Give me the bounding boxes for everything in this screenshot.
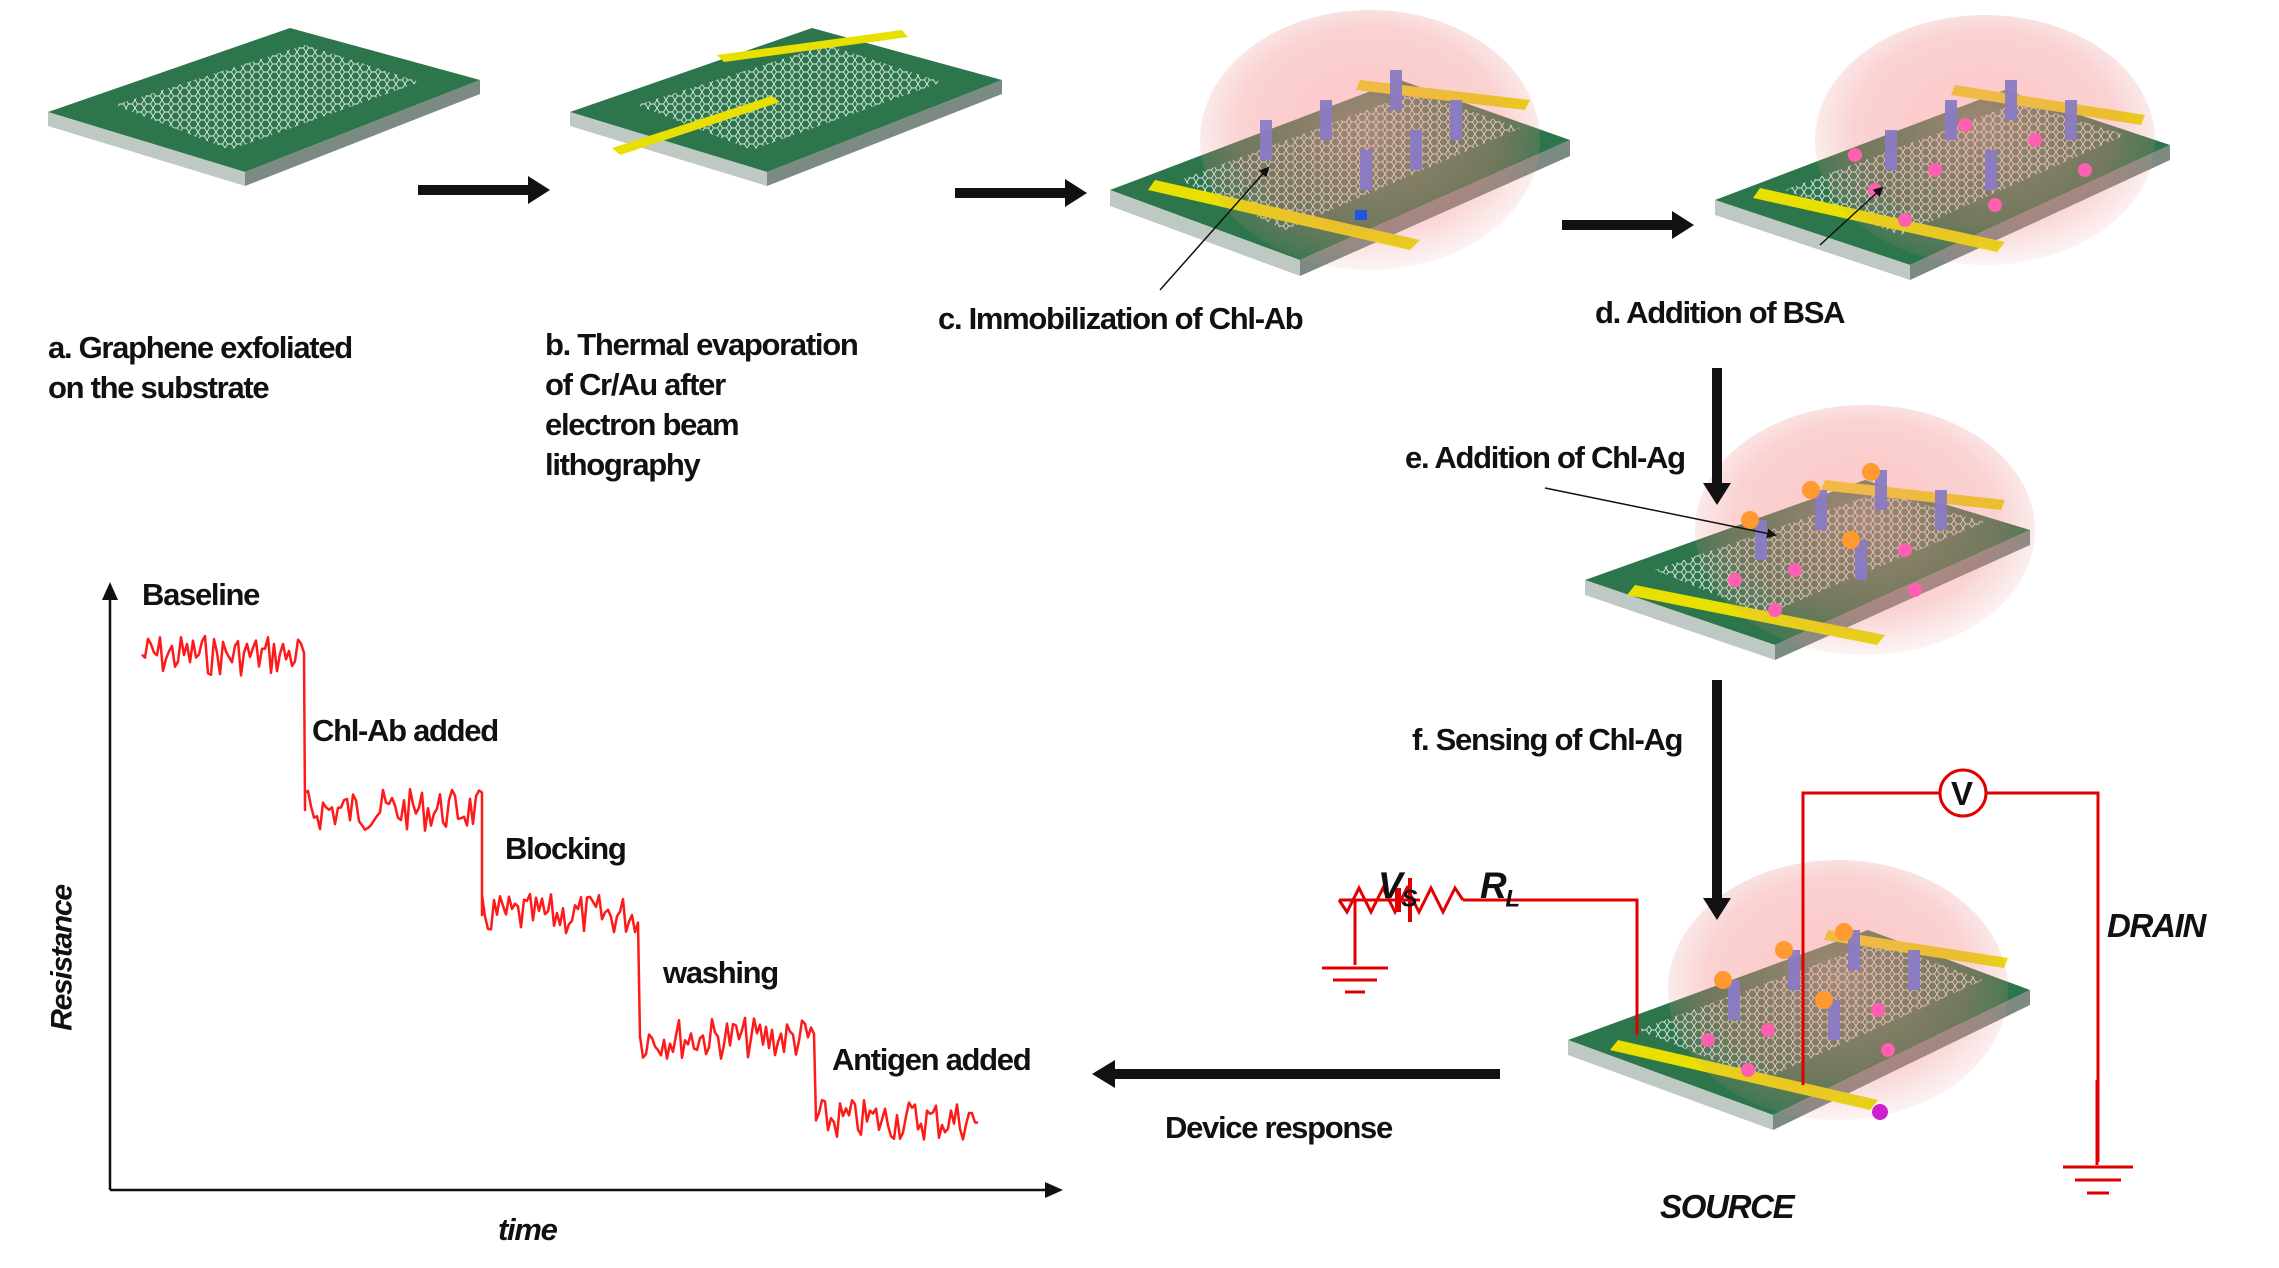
label-step-b: b. Thermal evaporation of Cr/Au after el…	[545, 327, 859, 482]
arrow-a-b	[418, 176, 550, 204]
label-step-d: d. Addition of BSA	[1595, 295, 1846, 330]
device-e	[1585, 405, 2035, 660]
plot-xlabel: time	[498, 1212, 558, 1247]
voltmeter-label: V	[1951, 775, 1973, 812]
annotation-chl-ab: Chl-Ab added	[312, 713, 499, 748]
annotation-antigen: Antigen added	[832, 1042, 1032, 1077]
device-b	[570, 28, 1002, 186]
label-step-f: f. Sensing of Chl-Ag	[1412, 722, 1684, 757]
device-d	[1715, 15, 2170, 280]
label-step-a: a. Graphene exfoliated on the substrate	[48, 330, 353, 405]
plot-ylabel: Resistance	[45, 885, 79, 1031]
arrow-device-response	[1092, 1060, 1500, 1088]
arrow-c-d	[1562, 211, 1694, 239]
label-source: SOURCE	[1660, 1188, 1795, 1225]
label-step-c: c. Immobilization of Chl-Ab	[938, 301, 1304, 336]
pointer-c	[1159, 166, 1270, 291]
annotation-baseline: Baseline	[142, 577, 260, 612]
pointer-d	[1819, 186, 1884, 246]
resistance-trace	[141, 634, 979, 1141]
arrow-d-e	[1703, 368, 1731, 505]
label-step-e: e. Addition of Chl-Ag	[1405, 440, 1686, 475]
device-c	[1110, 10, 1570, 276]
device-a	[48, 28, 480, 186]
label-vs: VS	[1378, 865, 1417, 913]
circuit	[1322, 768, 2133, 1195]
plot-axes	[102, 582, 1063, 1198]
device-f	[1568, 860, 2030, 1130]
label-device-response: Device response	[1165, 1110, 1393, 1145]
pointer-e	[1544, 487, 1777, 539]
label-rl: RL	[1480, 865, 1520, 913]
arrow-b-c	[955, 179, 1087, 207]
annotation-washing: washing	[663, 955, 779, 990]
arrow-e-f	[1703, 680, 1731, 920]
label-drain: DRAIN	[2107, 907, 2206, 944]
annotation-blocking: Blocking	[505, 831, 627, 866]
process-arrows	[418, 176, 1731, 1088]
